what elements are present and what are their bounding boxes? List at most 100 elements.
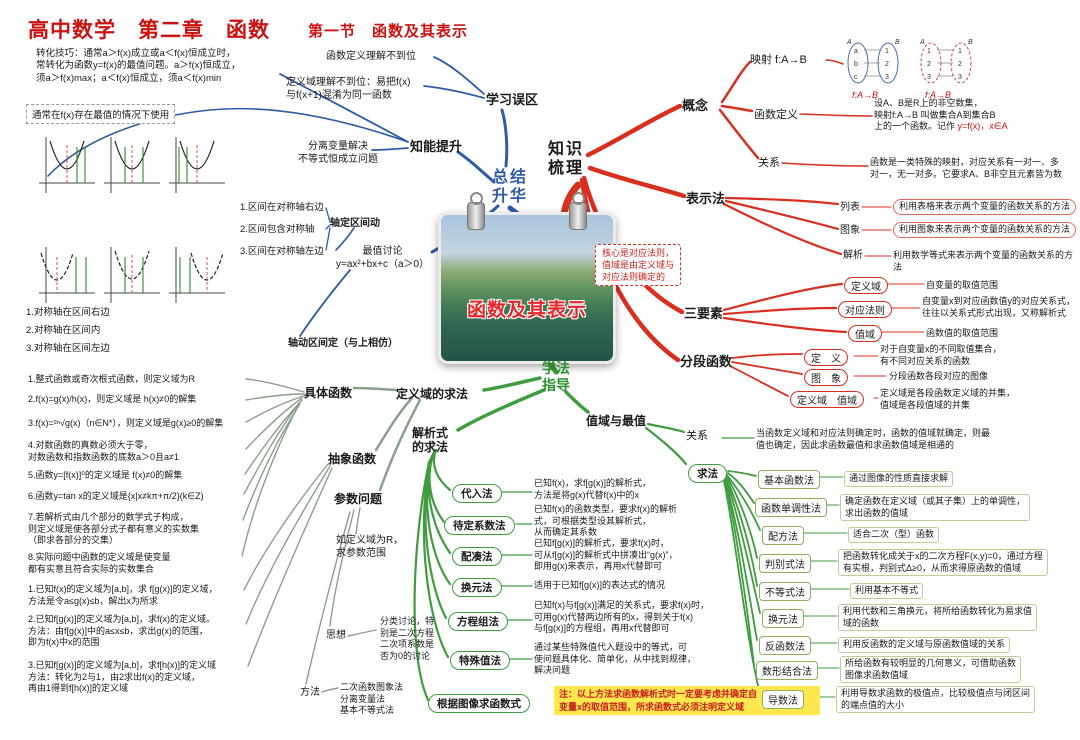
green-branch-edges xyxy=(413,345,850,702)
node-basic-function-method: 基本函数法 xyxy=(758,470,820,489)
node-piecewise-domain-range: 定义域 值域 xyxy=(790,391,864,408)
svg-text:A: A xyxy=(919,39,925,46)
binder-clip-icon xyxy=(569,192,587,230)
svg-text:b: b xyxy=(854,61,858,68)
node-parameter-problem: 参数问题 xyxy=(334,492,383,506)
rep-analytic-desc: 利用数学等式来表示两个变量的函数关系的方法 xyxy=(893,250,1074,272)
node-derivative-method: 导数法 xyxy=(762,690,804,709)
node-rep-analytic: 解析 xyxy=(843,250,863,261)
node-number-shape-method: 数形结合法 xyxy=(756,661,818,680)
abstract-item: 3.已知f[g(x)]的定义域为[a,b]，求f[h(x)]的定义域 方法：转化… xyxy=(28,660,217,694)
parabola-diagram-5 xyxy=(104,247,160,303)
thought-text: 分类讨论，特 别是二次方程 二次项系数是 否为0的讨论 xyxy=(380,616,435,662)
concrete-item: 3.f(x)=²ⁿ√g(x)（n∈N*），则定义域是g(x)≥0的解集 xyxy=(28,418,224,428)
node-range-substitution-method: 换元法 xyxy=(762,609,804,628)
equation-system-desc: 已知f(x)与f[g(x)]满足的关系式，要求f(x)时， 可用g(x)代替两边… xyxy=(534,600,709,634)
piecewise-definition-desc: 对于自变量x的不同取值集合， 有不同对应关系的函数 xyxy=(880,344,1002,366)
node-discriminant-method: 判别式法 xyxy=(759,554,811,573)
svg-text:1: 1 xyxy=(885,48,889,55)
node-monotonicity-method: 函数单调性法 xyxy=(755,498,827,517)
fixed-axis-case-1: 1.区间在对称轴右边 xyxy=(240,202,324,213)
piecewise-graph-desc: 分段函数各段对应的图像 xyxy=(889,371,989,381)
node-abstract-function: 抽象函数 xyxy=(328,452,377,466)
tip-note-box: 通常在f(x)存在最值的情况下使用 xyxy=(26,104,176,124)
node-substitution-method: 代入法 xyxy=(452,484,502,503)
mapping-caption-2: f:A→B xyxy=(925,90,952,100)
page-subtitle: 第一节 函数及其表示 xyxy=(308,23,469,40)
parabola-diagram-1 xyxy=(39,137,95,193)
discriminant-desc: 把函数转化成关于x的二次方程F(x,y)=0，通过方程 有实根，判别式Δ≥0，从… xyxy=(838,549,1048,577)
node-domain-element: 定义域 xyxy=(844,277,888,294)
svg-text:A: A xyxy=(846,39,852,46)
node-summary: 总结 升华 xyxy=(492,169,529,206)
function-definition-formula: y=f(x)，x∈A xyxy=(957,121,1008,132)
concrete-item: 7.若解析式由几个部分的数学式子构成， 则定义域是使各部分式子都有意义的实数集 … xyxy=(28,512,200,546)
node-inequality-method: 不等式法 xyxy=(759,582,811,601)
completing-square-desc: 适合二次（型）函数 xyxy=(848,527,940,543)
node-rep-graph: 图象 xyxy=(840,225,860,236)
node-range-methods: 求法 xyxy=(688,464,727,483)
special-value-desc: 通过某些特殊值代入题设中的等式，可 使问题具体化、简单化，从中找到规律， 解决问… xyxy=(534,642,697,676)
node-three-elements: 三要素 xyxy=(684,306,724,321)
node-relation: 关系 xyxy=(758,157,780,169)
node-inverse-function-method: 反函数法 xyxy=(759,636,811,655)
abstract-item: 2.已知f[g(x)]的定义域为[a,b]，求f(x)的定义域。 方法：由f[g… xyxy=(28,614,216,648)
matching-desc: 已知f[g(x)]的解析式，要求f(x)时， 可从f[g(x)]的解析式中拼凑出… xyxy=(534,538,678,572)
node-range-element: 值域 xyxy=(848,325,882,342)
range-substitution-desc: 利用代数和三角换元，将所给函数转化为易求值 域的函数 xyxy=(838,604,1038,632)
concrete-item: 4.对数函数的真数必须大于零， 对数函数和指数函数的底数a＞0且a≠1 xyxy=(28,440,179,462)
inequality-desc: 利用基本不等式 xyxy=(850,583,924,599)
inverse-function-desc: 利用反函数的定义域与原函数值域的关系 xyxy=(838,637,1011,653)
node-function-definition: 函数定义 xyxy=(754,109,798,121)
node-undetermined-coefficients: 待定系数法 xyxy=(444,516,515,535)
node-equation-system-method: 方程组法 xyxy=(448,612,508,631)
rep-list-desc: 利用表格来表示两个变量的函数关系的方法 xyxy=(893,199,1077,215)
svg-text:c: c xyxy=(854,74,858,81)
svg-text:a: a xyxy=(854,48,858,55)
node-knowledge: 知识 梳理 xyxy=(548,141,585,178)
fixed-axis-case-2: 2.区间包含对称轴 xyxy=(240,224,315,235)
node-analytic-method: 解析式 的求法 xyxy=(412,426,449,455)
svg-text:2: 2 xyxy=(958,61,962,68)
node-correspondence-rule: 对应法则 xyxy=(838,301,892,318)
node-matching-method: 配凑法 xyxy=(452,547,502,566)
concrete-item: 2.f(x)=g(x)/h(x)，则定义域是 h(x)≠0的解集 xyxy=(28,394,197,404)
domain-element-desc: 自变量的取值范围 xyxy=(926,280,999,290)
svg-text:B: B xyxy=(895,39,900,46)
basic-function-desc: 通过图像的性质直接求解 xyxy=(844,471,954,487)
node-extremum: 最值讨论 y=ax²+bx+c（a＞0） xyxy=(336,246,430,270)
center-topic-node: 函数及其表示 xyxy=(438,192,616,364)
node-concrete-function: 具体函数 xyxy=(304,386,353,400)
abstract-item: 1.已知f(x)的定义域为[a,b]，求 f[g(x)]的定义域， 方法是令a≤… xyxy=(28,584,218,606)
node-fixed-axis: 轴定区间动 xyxy=(330,218,380,229)
node-concept: 概念 xyxy=(682,98,709,113)
node-range-extremum: 值域与最值 xyxy=(586,414,647,428)
svg-text:3: 3 xyxy=(958,74,962,81)
function-definition-text: 设A、B是R上的非空数集， 映射f:A→B 叫做集合A到集合B 上的一个函数。记… xyxy=(874,98,1008,132)
node-thought: 思想 xyxy=(326,630,346,641)
derivative-desc: 利用导数求函数的极值点，比较极值点与闭区间 的端点值的大小 xyxy=(836,686,1036,714)
svg-text:3: 3 xyxy=(885,74,889,81)
gray-branch-edges xyxy=(241,378,422,693)
moving-axis-case-2: 2.对称轴在区间内 xyxy=(26,325,101,336)
separate-variable-text: 分离变量解决 不等式恒成立问题 xyxy=(298,141,378,165)
node-graph-method: 根据图像求函数式 xyxy=(428,694,530,713)
node-special-value-method: 特殊值法 xyxy=(450,651,510,670)
substitution-desc: 已知f(x)，求f[g(x)]的解析式， 方法是将g(x)代替f(x)中的x xyxy=(534,478,651,500)
center-topic-title: 函数及其表示 xyxy=(466,300,587,321)
range-element-desc: 函数值的取值范围 xyxy=(926,328,999,338)
node-representation: 表示法 xyxy=(686,191,726,206)
mapping-diagram-1: A B a b c 1 2 3 xyxy=(846,39,900,84)
node-completing-square-method: 配方法 xyxy=(762,526,804,545)
concrete-item: 1.整式函数或奇次根式函数，则定义域为R xyxy=(28,374,196,384)
pitfall-item-2: 定义域理解不到位：易把f(x) 与f(x+1)混淆为同一函数 xyxy=(286,77,411,101)
range-relation-desc: 当函数定义域和对应法则确定时，函数的值域就确定，则最 值也确定，因此求函数最值和… xyxy=(756,428,991,450)
conversion-tip-text: 转化技巧：通常a＞f(x)成立或a＜f(x)恒成立时， 常转化为函数y=f(x)… xyxy=(36,48,241,84)
svg-text:B: B xyxy=(968,39,973,46)
node-rep-list: 列表 xyxy=(840,202,860,213)
svg-text:1: 1 xyxy=(958,48,962,55)
binder-clip-icon xyxy=(467,192,485,230)
moving-axis-case-1: 1.对称轴在区间右边 xyxy=(26,307,110,318)
fixed-axis-case-3: 3.区间在对称轴左边 xyxy=(240,246,324,257)
mapping-diagram-2: A B 1 2 3 1 2 3 xyxy=(919,39,973,84)
